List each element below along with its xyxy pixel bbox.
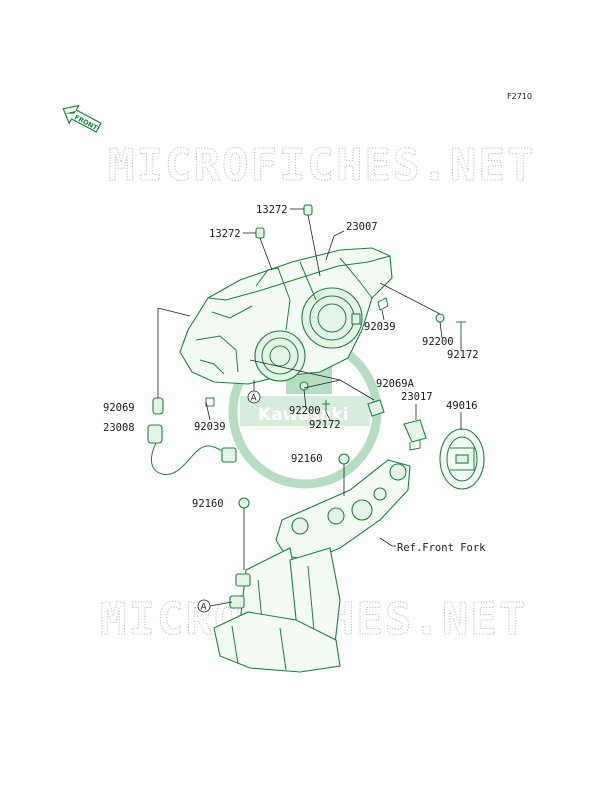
ref-marker-a-lower: A bbox=[197, 599, 211, 613]
label-92200-right: 92200 bbox=[422, 336, 454, 348]
headlight-assembly-icon bbox=[179, 247, 393, 385]
label-92069A: 92069A bbox=[376, 378, 415, 390]
label-92172-right: 92172 bbox=[447, 349, 479, 361]
label-92160-right: 92160 bbox=[291, 453, 323, 465]
grommet-13272-left-icon bbox=[255, 227, 265, 239]
grommet-13272-top-icon bbox=[303, 204, 313, 216]
ref-marker-a-lower-text: A bbox=[201, 603, 208, 613]
label-92172-mid: 92172 bbox=[309, 419, 341, 431]
front-arrow-icon: FRONT bbox=[62, 104, 102, 133]
label-49016: 49016 bbox=[446, 400, 478, 412]
screw-92039-left-icon bbox=[205, 397, 215, 407]
socket-23008-icon bbox=[147, 424, 237, 476]
label-13272-top: 13272 bbox=[256, 204, 288, 216]
label-92039-right: 92039 bbox=[364, 321, 396, 333]
bolt-92172-mid-icon bbox=[322, 400, 330, 412]
bulb-92069A-icon bbox=[367, 399, 385, 417]
front-fork-icon bbox=[213, 459, 411, 673]
leader-lines bbox=[157, 208, 462, 570]
label-92200-mid: 92200 bbox=[289, 405, 321, 417]
ref-marker-a-upper-text: A bbox=[251, 394, 258, 404]
bulb-23017-icon bbox=[403, 419, 427, 451]
label-23007: 23007 bbox=[346, 221, 378, 233]
bulb-92069-icon bbox=[152, 397, 164, 415]
label-23008: 23008 bbox=[103, 422, 135, 434]
bolt-92172-right-icon bbox=[456, 321, 466, 334]
cover-49016-icon bbox=[439, 428, 485, 490]
reference-note: Ref.Front Fork bbox=[397, 542, 486, 554]
washer-92200-right-icon bbox=[435, 313, 445, 323]
ref-marker-a-upper: A bbox=[247, 390, 261, 404]
label-23017: 23017 bbox=[401, 391, 433, 403]
label-92039-left: 92039 bbox=[194, 421, 226, 433]
label-13272-left: 13272 bbox=[209, 228, 241, 240]
watermark-top: MICROFICHES.NET bbox=[108, 140, 535, 191]
figure-code: F2710 bbox=[507, 92, 532, 101]
label-92160-left: 92160 bbox=[192, 498, 224, 510]
grommet-92160-right-icon bbox=[338, 453, 350, 465]
grommet-92160-left-icon bbox=[238, 497, 250, 509]
label-92069: 92069 bbox=[103, 402, 135, 414]
screw-92039-right-icon bbox=[377, 297, 389, 311]
washer-92200-mid-icon bbox=[299, 381, 309, 391]
